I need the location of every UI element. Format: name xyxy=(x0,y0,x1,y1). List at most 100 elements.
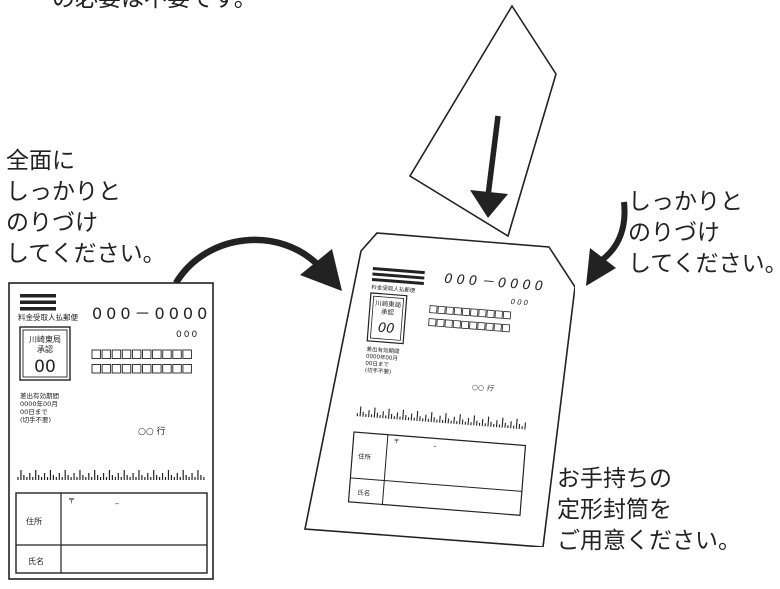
card-approval-no: 00 xyxy=(34,357,56,377)
card-sub-code: 000 xyxy=(176,330,199,340)
code-box xyxy=(91,364,101,374)
code-box xyxy=(486,309,495,319)
left-instruction-line-3: のりづけ xyxy=(6,210,98,236)
code-box xyxy=(101,364,112,374)
code-box xyxy=(428,318,437,327)
card-validity-4: (切手不要) xyxy=(20,415,51,424)
right-instruction-line-1: しっかりと xyxy=(628,189,743,215)
envelope-approval-no: 00 xyxy=(377,321,395,337)
code-box xyxy=(477,321,486,331)
barcode-bar xyxy=(515,418,518,429)
card-validity-3: 00日まで xyxy=(20,408,48,416)
code-box xyxy=(470,308,479,317)
envelope-postage-label: 料金受取人払郵便 xyxy=(371,283,416,294)
barcode-bar xyxy=(487,416,490,427)
card-postal-code: 000－0000 xyxy=(92,304,211,323)
code-box xyxy=(444,319,453,328)
card-validity-1: 差出有効期間 xyxy=(20,391,59,400)
bottom-instruction-line-1: お手持ちの xyxy=(557,466,672,492)
card-bars-mark xyxy=(20,294,56,311)
barcode-bar xyxy=(524,422,526,430)
barcode-bar xyxy=(481,419,484,427)
card-barcode xyxy=(17,470,205,480)
barcode-bar xyxy=(467,417,470,425)
card-postal-mark: 〒 xyxy=(68,497,75,505)
code-box xyxy=(131,349,142,359)
barcode-bar xyxy=(439,415,441,423)
barcode-bar xyxy=(501,417,504,428)
envelope-barcode xyxy=(356,406,526,430)
card-validity-2: 0000年00月 xyxy=(20,399,58,408)
bottom-instruction-line-2: 定形封筒を xyxy=(557,497,672,523)
code-box xyxy=(469,321,478,330)
right-instruction: しっかりと のりづけ してください。 xyxy=(628,187,780,280)
code-box xyxy=(461,307,471,317)
barcode-bar xyxy=(495,420,498,428)
code-box xyxy=(162,364,172,374)
code-box xyxy=(121,364,132,374)
code-box xyxy=(152,349,162,359)
card-code-boxes xyxy=(91,349,192,374)
bottom-instruction: お手持ちの 定形封筒を ご用意ください。 xyxy=(557,464,741,557)
left-instruction-line-2: しっかりと xyxy=(6,179,121,205)
code-box xyxy=(172,364,182,374)
envelope-addressee: ○○ 行 xyxy=(472,383,495,393)
barcode-bar xyxy=(410,413,413,421)
barcode-bar xyxy=(453,416,455,424)
envelope-postal-mark: 〒 xyxy=(393,438,400,445)
envelope-office: 川崎東局 xyxy=(375,298,402,309)
insert-down-arrow xyxy=(470,115,508,218)
code-box xyxy=(111,349,122,359)
code-box xyxy=(453,307,463,316)
card-approval: 承認 xyxy=(37,344,53,354)
envelope-address-label: 住所 xyxy=(358,451,372,461)
envelope-approval: 承認 xyxy=(381,307,395,317)
envelope-code-boxes xyxy=(428,305,512,333)
bottom-instruction-line-3: ご用意ください。 xyxy=(557,528,741,554)
barcode-bar xyxy=(359,406,362,417)
code-box xyxy=(91,349,101,359)
envelope-validity-3: 00日まで xyxy=(365,360,389,369)
code-box xyxy=(485,322,494,332)
barcode-bar xyxy=(458,414,461,425)
code-box xyxy=(437,305,446,315)
barcode-bar xyxy=(444,413,447,424)
code-box xyxy=(460,320,470,330)
reply-card: 料金受取人払郵便 川崎東局 承認 00 000－0000 000 差出有効期間 … xyxy=(8,282,214,580)
code-box xyxy=(182,349,192,359)
code-box xyxy=(131,364,142,374)
glue-curved-arrow xyxy=(586,201,628,286)
code-box xyxy=(501,323,511,333)
barcode-bar xyxy=(387,408,390,419)
code-box xyxy=(162,349,172,359)
envelope-sub-code: 000 xyxy=(510,298,530,307)
card-name-label: 氏名 xyxy=(28,556,44,566)
code-box xyxy=(502,310,512,320)
card-address-label: 住所 xyxy=(26,516,42,526)
code-box xyxy=(452,320,462,329)
code-box xyxy=(172,349,182,359)
code-box xyxy=(142,364,152,374)
code-box xyxy=(111,364,122,374)
right-instruction-line-3: してください。 xyxy=(628,251,780,277)
card-to-envelope-arrow xyxy=(173,236,342,291)
code-box xyxy=(429,305,438,314)
card-office: 川崎東局 xyxy=(29,334,61,344)
code-box xyxy=(182,364,192,374)
envelope-address-dash: – xyxy=(433,442,438,450)
code-box xyxy=(101,349,112,359)
envelope-validity-1: 差出有効期間 xyxy=(366,345,400,356)
envelope-validity-2: 0000年00月 xyxy=(366,352,399,362)
code-box xyxy=(445,306,454,315)
barcode-bar xyxy=(396,412,399,420)
barcode-bar xyxy=(368,410,370,418)
code-box xyxy=(436,318,445,328)
code-box xyxy=(121,349,132,359)
barcode-bar xyxy=(473,415,476,426)
barcode-bar xyxy=(416,410,419,421)
card-addressee: ○○ 行 xyxy=(138,425,166,437)
code-box xyxy=(494,310,503,319)
left-instruction-line-1: 全面に xyxy=(6,148,75,174)
barcode-bar xyxy=(373,407,376,418)
barcode-bar xyxy=(510,421,512,429)
